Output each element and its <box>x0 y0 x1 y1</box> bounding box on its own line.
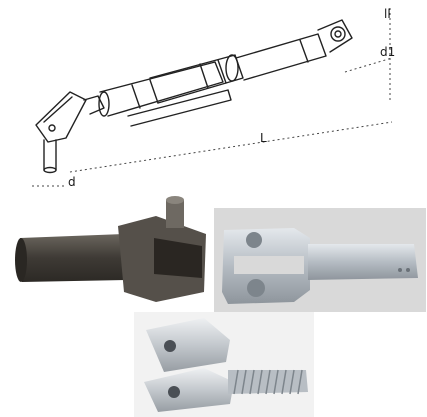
technical-drawing <box>32 8 393 187</box>
photo-threaded-clevis <box>134 312 314 417</box>
dark-clevis-drawing <box>15 196 206 302</box>
photo-dark-clevis <box>6 194 221 312</box>
dimension-label-d1: d1 <box>380 45 396 59</box>
photo-zinc-clevis <box>214 208 426 312</box>
zinc-clevis-drawing <box>222 228 418 304</box>
dimension-label-height: ll <box>384 7 391 21</box>
dimension-label-length: L <box>260 131 267 145</box>
dimension-label-pin-diameter: d <box>68 175 76 189</box>
threaded-clevis-drawing <box>144 318 308 412</box>
